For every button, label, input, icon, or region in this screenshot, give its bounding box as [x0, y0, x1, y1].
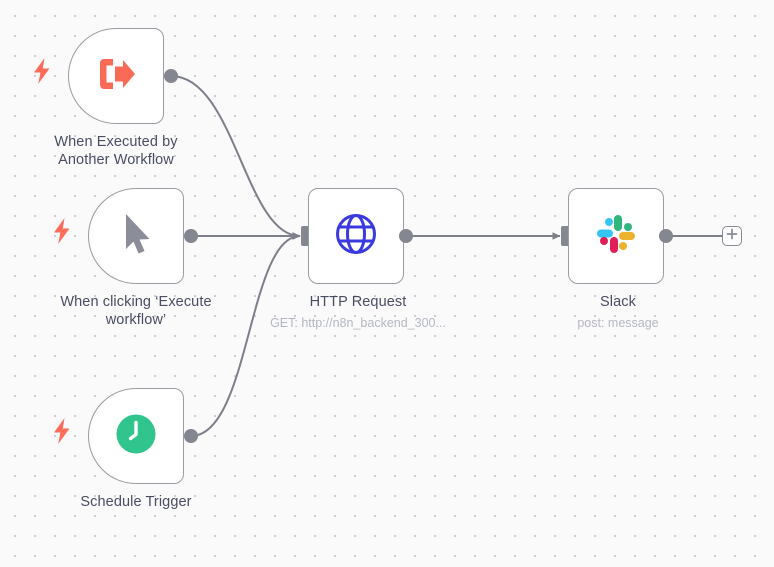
input-port-http-request[interactable]	[301, 226, 309, 246]
plus-icon	[726, 227, 738, 245]
node-schedule-trigger[interactable]	[88, 388, 184, 484]
node-sublabel-http-request: GET: http://n8n_backend_300...	[270, 316, 446, 330]
node-slack[interactable]	[568, 188, 664, 284]
node-label-when-executed: When Executed by Another Workflow	[54, 134, 178, 168]
trigger-bolt-icon-when-executed	[32, 58, 52, 89]
connector-schedule-to-http	[190, 232, 301, 437]
node-label-http-request: HTTP Request	[309, 294, 407, 310]
node-label-slack: Slack	[600, 294, 636, 310]
execute-workflow-exit-icon	[93, 51, 139, 102]
output-port-when-clicking[interactable]	[184, 229, 198, 243]
node-label-when-clicking: When clicking ‘Execute workflow’	[60, 294, 212, 328]
input-port-slack[interactable]	[561, 226, 569, 246]
node-when-clicking-execute-workflow[interactable]	[88, 188, 184, 284]
node-when-executed-by-another-workflow[interactable]	[68, 28, 164, 124]
output-port-schedule[interactable]	[184, 429, 198, 443]
trigger-bolt-icon-schedule	[52, 418, 72, 449]
node-label-schedule-trigger: Schedule Trigger	[80, 494, 192, 510]
add-node-button[interactable]	[722, 226, 742, 246]
trigger-bolt-icon-when-clicking	[52, 218, 72, 249]
output-port-slack[interactable]	[659, 229, 673, 243]
slack-icon	[595, 213, 637, 260]
node-http-request[interactable]	[308, 188, 404, 284]
clock-icon	[115, 413, 157, 460]
globe-icon	[334, 212, 378, 261]
node-sublabel-slack: post: message	[577, 316, 659, 330]
output-port-when-executed[interactable]	[164, 69, 178, 83]
output-port-http-request[interactable]	[399, 229, 413, 243]
mouse-cursor-icon	[114, 210, 158, 263]
